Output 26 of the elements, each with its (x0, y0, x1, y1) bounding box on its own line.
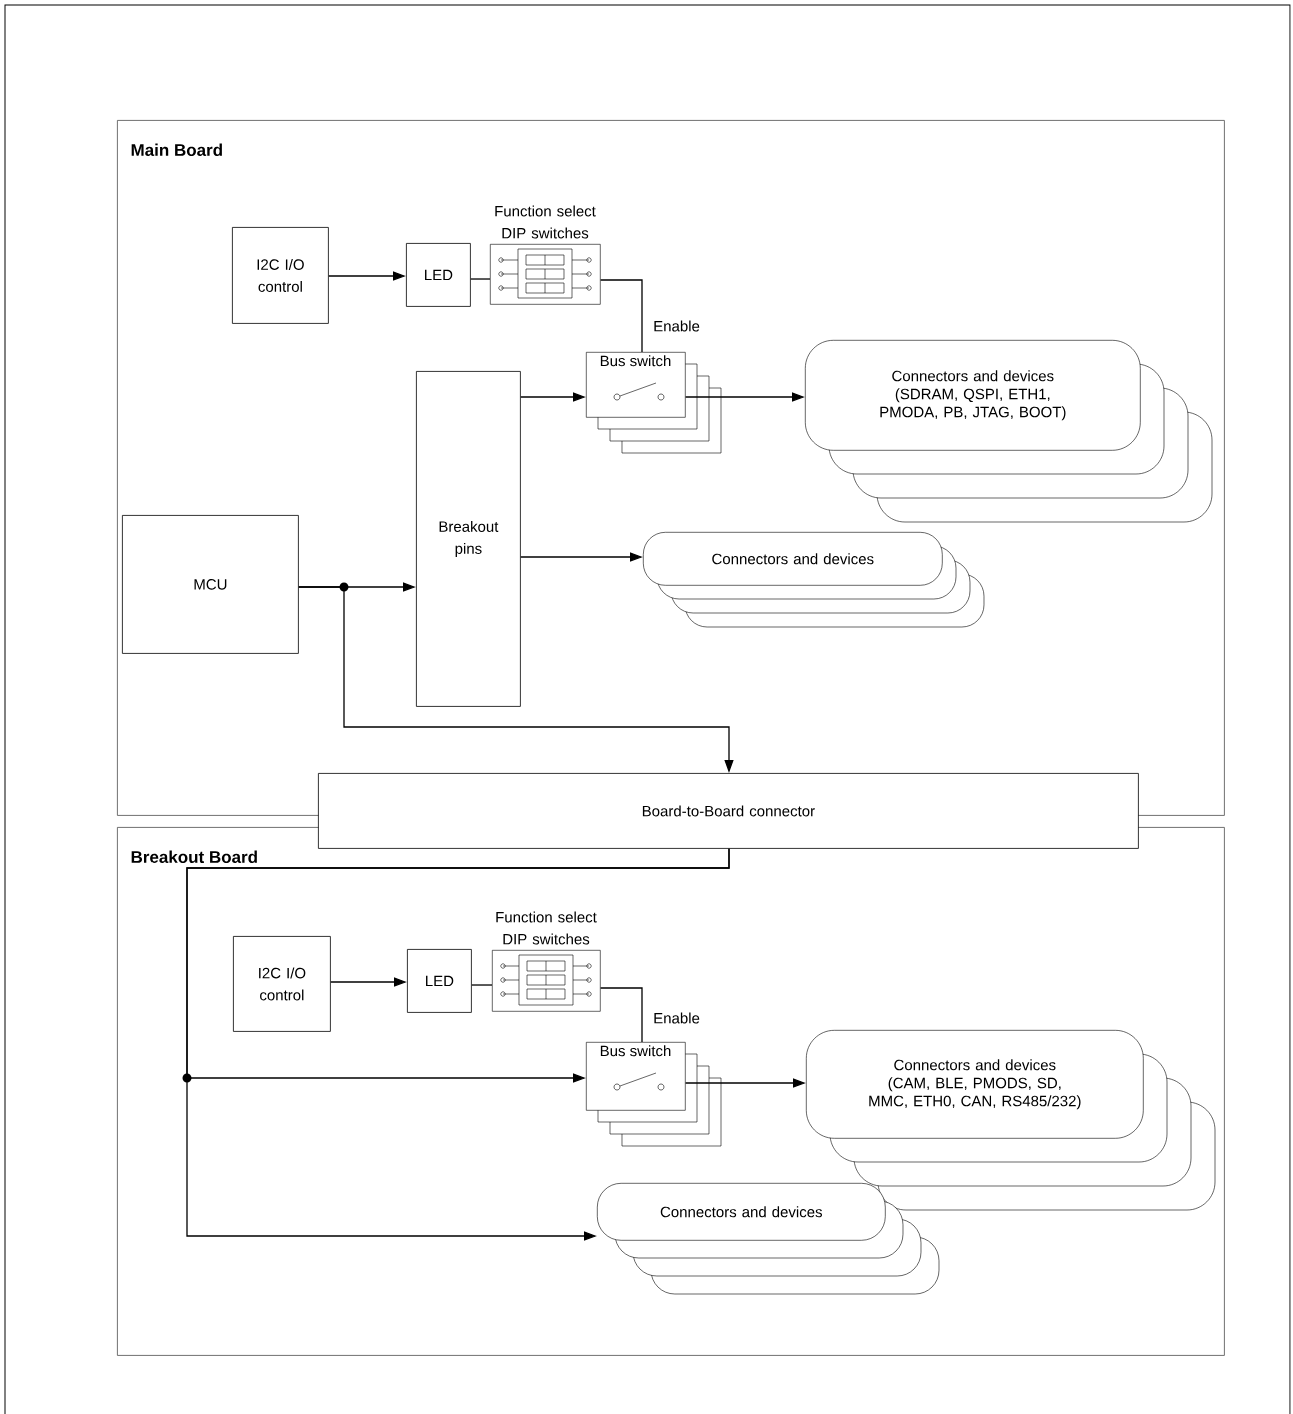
node-label: Function select DIP switches (496, 911, 597, 945)
node-label: (SDRAM, QSPI, ETH1, (895, 388, 1050, 403)
block-box: I2C I/O control (232, 227, 329, 324)
node-label: Connectors and devices (894, 1059, 1056, 1071)
node-label: Connectors and devices (712, 553, 874, 565)
block-box: I2C I/O control (233, 936, 331, 1032)
block-box: Board-to-Board connector (318, 773, 1139, 849)
block-box: LED (406, 243, 471, 307)
node-label: Bus switch (600, 355, 671, 367)
bus-switch-block: Bus switch (586, 1042, 722, 1147)
dip-switch-block: Function select DIP switches (490, 205, 601, 305)
connector-stack: Connectors and devices (643, 532, 985, 628)
node-label: Bus switch (600, 1045, 671, 1057)
connector-stack: Connectors and devices (597, 1183, 940, 1295)
node-label: Function select DIP switches (495, 205, 596, 239)
edge-label: Enable (652, 1011, 701, 1025)
block-box: MCU (122, 515, 299, 654)
edge-label: Enable (652, 319, 701, 333)
block-box: LED (407, 949, 472, 1013)
node-label: (CAM, BLE, PMODS, SD, (888, 1077, 1061, 1092)
dip-switch-block: Function select DIP switches (492, 911, 601, 1012)
connector-stack: Connectors and devices (SDRAM, QSPI, ETH1, PMODA, PB, JTAG, BOOT) (805, 340, 1213, 523)
node-label: Connectors and devices (892, 370, 1054, 382)
bus-switch-block: Bus switch (586, 352, 722, 454)
connector-arrow (186, 848, 730, 1241)
block-box: Breakout pins (416, 371, 521, 707)
